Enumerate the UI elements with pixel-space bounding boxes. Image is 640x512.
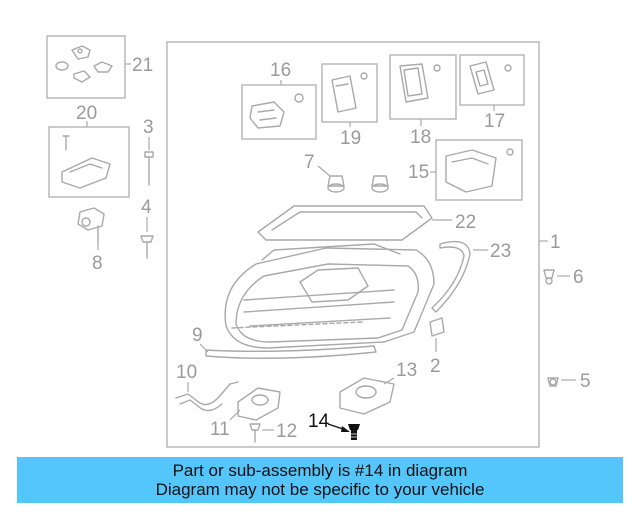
part-11-module <box>237 387 281 421</box>
part-20-box <box>48 126 130 198</box>
callout-23: 23 <box>490 241 511 262</box>
part-15-box <box>435 139 523 201</box>
part-21-clips <box>55 45 113 83</box>
info-banner: Part or sub-assembly is #14 in diagram D… <box>17 457 623 503</box>
part-16-box <box>241 84 317 140</box>
callout-6: 6 <box>573 267 584 288</box>
callout-1: 1 <box>550 232 561 253</box>
callout-9: 9 <box>192 325 203 346</box>
part-4-screw <box>140 235 154 259</box>
callout-2: 2 <box>430 356 441 377</box>
leader-7 <box>317 165 331 177</box>
part-17-module <box>469 61 512 95</box>
callout-12: 12 <box>276 421 297 442</box>
part-8-motor <box>77 207 105 243</box>
callout-3: 3 <box>143 117 154 138</box>
callout-7: 7 <box>304 152 315 173</box>
part-18-gasket <box>399 63 441 103</box>
part-7-bulbs <box>327 175 389 193</box>
callout-17: 17 <box>484 111 505 132</box>
callout-16: 16 <box>270 60 291 81</box>
callout-18: 18 <box>410 127 431 148</box>
part-3-screw <box>144 151 154 186</box>
part-9-strip <box>205 345 377 359</box>
part-17-box <box>459 54 525 106</box>
part-20-bracket <box>61 135 111 189</box>
part-19-box <box>321 63 378 123</box>
callout-21: 21 <box>132 55 153 76</box>
part-5-clip <box>547 377 559 387</box>
callout-14: 14 <box>308 411 330 432</box>
part-22-lens <box>257 205 433 241</box>
leader-13 <box>383 377 395 385</box>
leader-9 <box>199 343 209 353</box>
banner-line-2: Diagram may not be specific to your vehi… <box>155 480 485 499</box>
callout-8: 8 <box>92 253 103 274</box>
part-12-screw <box>249 423 261 443</box>
parts-diagram: 1 21 20 8 3 4 16 <box>46 35 591 448</box>
part-16-bracket <box>249 93 304 129</box>
callout-19: 19 <box>340 128 361 149</box>
headlamp-housing <box>224 243 435 349</box>
callout-20: 20 <box>76 103 97 124</box>
part-6-clip <box>543 269 555 285</box>
callout-22: 22 <box>455 212 476 233</box>
part-10-harness <box>175 381 239 412</box>
banner-line-1: Part or sub-assembly is #14 in diagram <box>172 461 468 480</box>
callout-10: 10 <box>176 362 197 383</box>
assembly-frame <box>166 41 540 448</box>
part-19-module <box>331 72 368 113</box>
leader-11 <box>229 409 241 421</box>
part-21-box <box>46 35 126 99</box>
part-14-screw <box>348 424 360 440</box>
part-2-clip <box>429 317 445 337</box>
callout-15: 15 <box>408 162 429 183</box>
callout-5: 5 <box>580 371 591 392</box>
part-23-trim <box>431 240 471 313</box>
callout-13: 13 <box>396 360 417 381</box>
callout-4: 4 <box>141 197 152 218</box>
part-15-control-module <box>445 148 514 193</box>
part-18-box <box>389 54 457 120</box>
callout-11: 11 <box>210 419 230 440</box>
leader-14-arrowhead <box>341 426 350 432</box>
part-13-module <box>339 377 395 415</box>
